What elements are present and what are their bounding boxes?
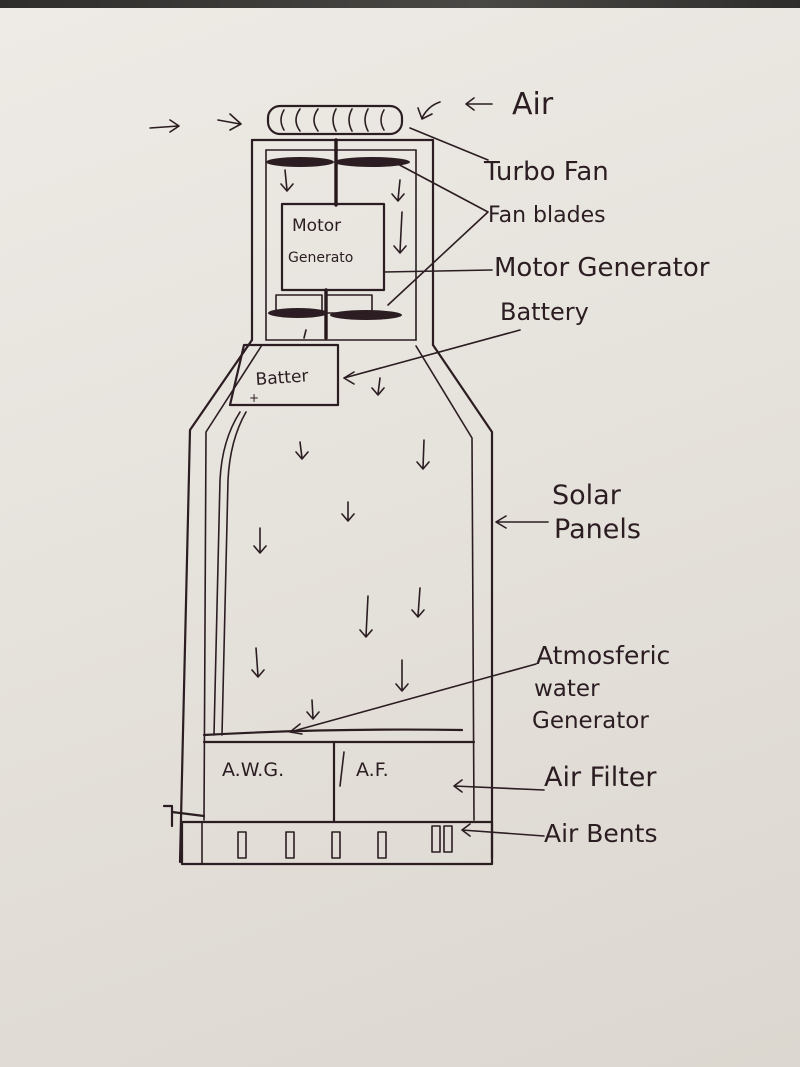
motor-text-2: Generato: [288, 250, 353, 266]
body-outer-left: [178, 338, 254, 864]
air-arrow-left-2: [217, 113, 242, 131]
fan-blade-lower-right: [330, 310, 402, 320]
label-air-vents: Air Bents: [544, 819, 657, 848]
af-box-label: A.F.: [356, 759, 389, 781]
vent-1: [237, 831, 247, 859]
label-air-filter: Air Filter: [544, 762, 657, 793]
label-motor-generator: Motor Generator: [494, 253, 710, 283]
motor-base-right: [325, 294, 373, 314]
flow-arrow-4: [303, 329, 307, 339]
leader-battery: [343, 329, 521, 385]
labels: Air Turbo Fan Fan blades Motor Generator…: [483, 87, 710, 848]
label-solar: Solar: [552, 480, 622, 511]
inner-wall-line-1: [213, 411, 241, 736]
body-inner-right: [415, 345, 475, 821]
leader-air-vents: [461, 823, 545, 837]
turbo-fan-housing: [266, 104, 404, 136]
bottle-body: [178, 138, 494, 864]
air-arrow-left-1: [149, 119, 180, 133]
label-atmosferic: Atmosferic: [536, 641, 670, 670]
leader-air: [465, 97, 493, 111]
label-turbo-fan: Turbo Fan: [483, 157, 609, 187]
flow-arrow-1: [280, 169, 294, 192]
leader-fan-blades: [387, 161, 489, 306]
tap-icon: [162, 804, 206, 828]
flow-arrow-14: [306, 699, 320, 720]
leader-awg: [289, 663, 537, 735]
body-inner-left: [203, 344, 263, 821]
af-mark: [339, 751, 345, 787]
fan-assembly: Motor Generato: [266, 138, 410, 340]
motor-base-left: [275, 294, 323, 314]
label-battery: Battery: [500, 298, 589, 326]
awg-box-label: A.W.G.: [222, 759, 284, 781]
flow-arrow-2: [391, 179, 405, 202]
motor-text-1: Motor: [292, 216, 341, 236]
flow-arrow-6: [295, 441, 309, 460]
bottom-units: A.W.G. A.F.: [202, 728, 476, 824]
label-fan-blades: Fan blades: [488, 203, 606, 228]
body-outer-right: [431, 343, 494, 860]
battery-box: [228, 343, 340, 407]
leader-turbo-fan: [409, 127, 489, 161]
leader-motor-generator: [383, 269, 493, 273]
label-panels: Panels: [554, 514, 641, 545]
inner-wall-line-2: [221, 411, 247, 736]
air-arrow-right: [417, 101, 441, 120]
leader-solar-panels: [495, 515, 549, 529]
turbo-fan-ribs: [280, 108, 385, 132]
flow-arrow-3: [393, 211, 407, 254]
flow-arrow-11: [411, 587, 425, 618]
flow-arrow-5: [371, 377, 385, 396]
base-vents: [162, 804, 494, 866]
turbo-fan: [266, 104, 404, 136]
label-air: Air: [512, 87, 554, 122]
leader-air-filter: [453, 779, 545, 793]
vent-5: [431, 825, 441, 853]
vent-2: [285, 831, 295, 859]
vent-6: [443, 825, 453, 853]
motor-generator-box: [280, 202, 386, 292]
table-edge: [0, 0, 800, 8]
airflow-arrows: [251, 169, 430, 720]
flow-arrow-7: [416, 439, 430, 470]
flow-arrow-9: [253, 527, 267, 554]
battery-plus: +: [249, 391, 259, 405]
fan-blade-upper-right: [334, 157, 410, 167]
battery-assembly: Batter +: [228, 343, 340, 407]
air-in-arrows: [149, 101, 441, 133]
battery-text: Batter: [255, 366, 309, 390]
vent-4: [377, 831, 387, 859]
flow-arrow-13: [395, 659, 409, 692]
flow-arrow-8: [341, 501, 355, 522]
flow-arrow-10: [359, 595, 373, 638]
awg-top-line: [202, 728, 464, 737]
fan-blade-upper-left: [266, 157, 334, 167]
label-water: water: [534, 676, 600, 702]
flow-arrow-12: [251, 647, 265, 678]
vent-3: [331, 831, 341, 859]
leader-lines: [289, 97, 549, 837]
label-generator: Generator: [532, 708, 649, 734]
base-box: [180, 820, 494, 866]
